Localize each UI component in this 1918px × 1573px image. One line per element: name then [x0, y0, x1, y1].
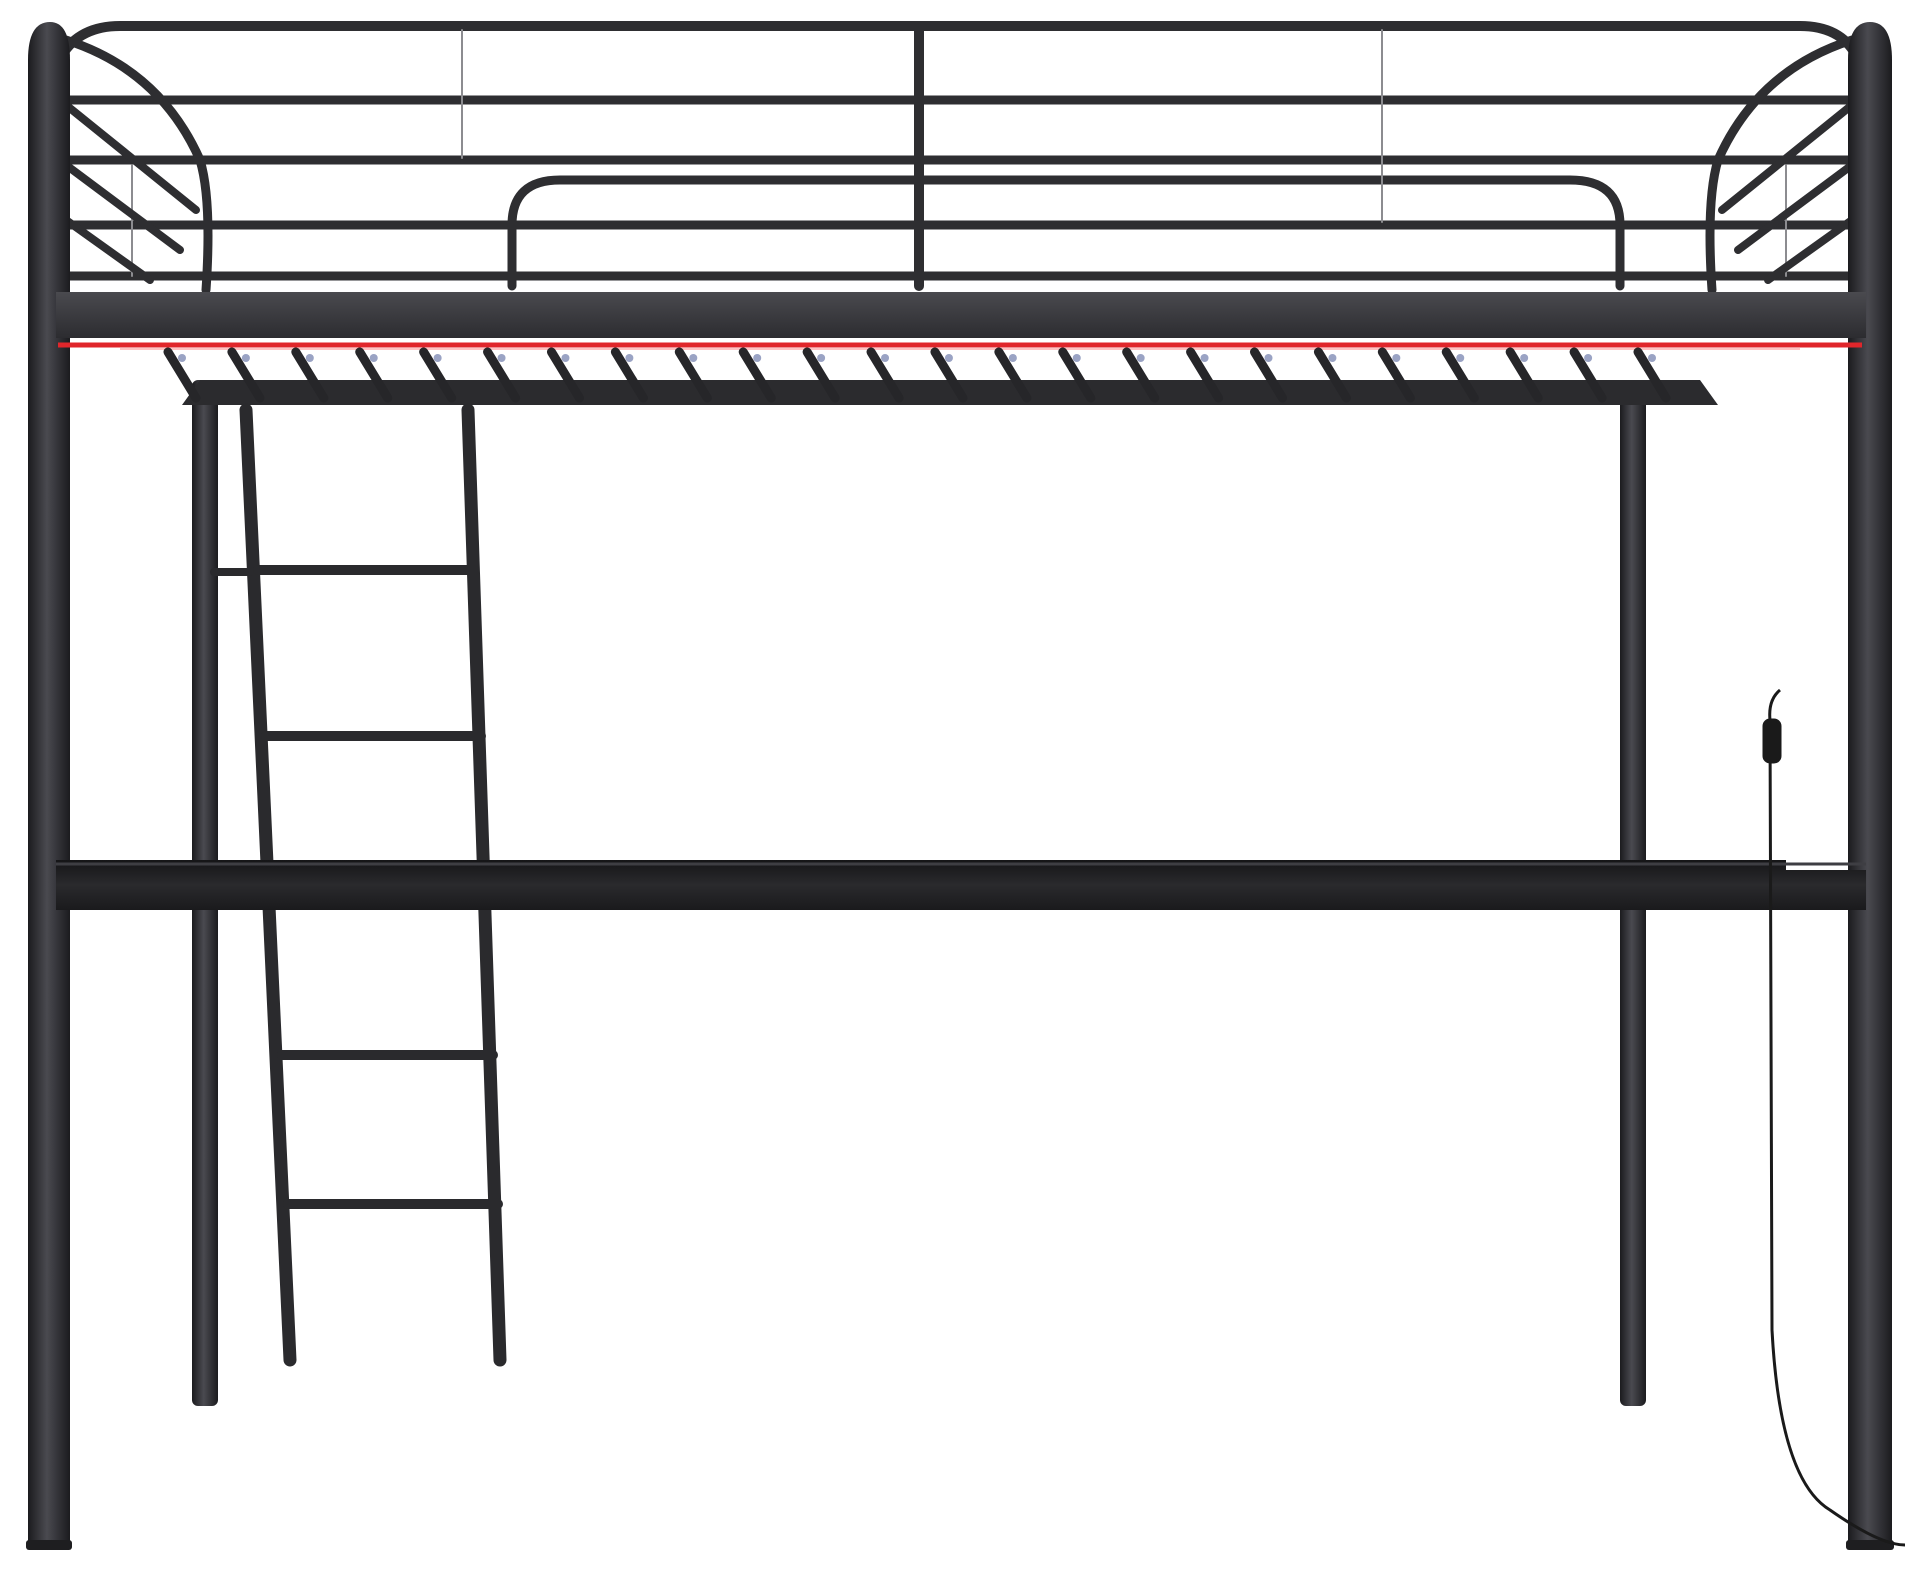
- deck-slat: [994, 347, 1032, 403]
- built-in-desk: [56, 860, 1866, 910]
- deck-slat: [1633, 347, 1671, 403]
- deck-slat: [674, 347, 712, 403]
- left-front-post: [28, 22, 70, 1545]
- slat-clip: [1328, 354, 1337, 362]
- left-end-diagonal: [62, 161, 184, 254]
- right-foot-cap: [1846, 1540, 1894, 1550]
- deck-slat: [1569, 347, 1607, 403]
- power-cord-with-switch: [1762, 688, 1906, 1547]
- right-end-diagonal: [1734, 161, 1856, 254]
- slat-clip: [178, 354, 186, 362]
- deck-slat: [546, 347, 584, 403]
- deck-slat: [610, 347, 648, 403]
- deck-slat: [930, 347, 968, 403]
- slat-clip: [944, 354, 953, 362]
- left-end-diagonal: [62, 101, 200, 214]
- deck-slat: [1250, 347, 1288, 403]
- deck-slat: [1058, 347, 1096, 403]
- deck-slat: [1377, 347, 1415, 403]
- slat-clip: [689, 354, 698, 362]
- slat-clip: [1264, 354, 1273, 362]
- deck-underside: [182, 380, 1718, 405]
- left-foot-cap: [26, 1540, 72, 1550]
- power-switch: [1762, 718, 1782, 764]
- slat-clip: [817, 354, 826, 362]
- desk-top: [56, 860, 1866, 910]
- slat-clip: [1648, 354, 1656, 362]
- deck-slat: [1122, 347, 1160, 403]
- deck-slat: [866, 347, 904, 403]
- right-front-post: [1848, 22, 1892, 1545]
- deck-slat: [1505, 347, 1543, 403]
- guardrail-thin-verticals: [131, 29, 1787, 277]
- slat-clip: [1392, 354, 1401, 362]
- left-end-arch: [61, 35, 213, 295]
- right-end-diagonal: [1764, 216, 1856, 284]
- slat-clip: [1072, 354, 1081, 362]
- deck-slat: [163, 347, 201, 403]
- guardrail-entry-arch: [507, 175, 1625, 291]
- deck-slat: [227, 347, 265, 403]
- right-end-diagonal: [1718, 101, 1856, 214]
- power-cord: [1768, 688, 1906, 1547]
- slat-clip: [1584, 354, 1593, 362]
- corner-posts: [26, 22, 1894, 1550]
- slat-clip: [625, 354, 634, 362]
- slat-clip: [305, 354, 314, 362]
- slat-clip: [1200, 354, 1209, 362]
- deck-panel: [56, 292, 1866, 338]
- slat-clip: [497, 354, 506, 362]
- slat-clip: [561, 354, 570, 362]
- deck-slat: [355, 347, 393, 403]
- deck-slat: [738, 347, 776, 403]
- slat-clip: [753, 354, 762, 362]
- deck-slat: [1186, 347, 1224, 403]
- deck-slat: [419, 347, 457, 403]
- slat-clip: [881, 354, 890, 362]
- left-end-diagonal: [62, 216, 154, 284]
- slat-clip: [1008, 354, 1017, 362]
- slat-clip: [1456, 354, 1465, 362]
- deck-slat: [802, 347, 840, 403]
- deck: [56, 292, 1866, 405]
- deck-slat: [1313, 347, 1351, 403]
- slat-clip: [241, 354, 250, 362]
- right-end-arch: [1705, 35, 1857, 295]
- deck-slats: [163, 347, 1671, 403]
- deck-slat: [291, 347, 329, 403]
- slat-clip: [1520, 354, 1529, 362]
- slat-clip: [369, 354, 378, 362]
- slat-clip: [1136, 354, 1145, 362]
- slat-clip: [433, 354, 442, 362]
- top-guardrail: [57, 21, 1861, 295]
- deck-slat: [1441, 347, 1479, 403]
- deck-slat: [483, 347, 521, 403]
